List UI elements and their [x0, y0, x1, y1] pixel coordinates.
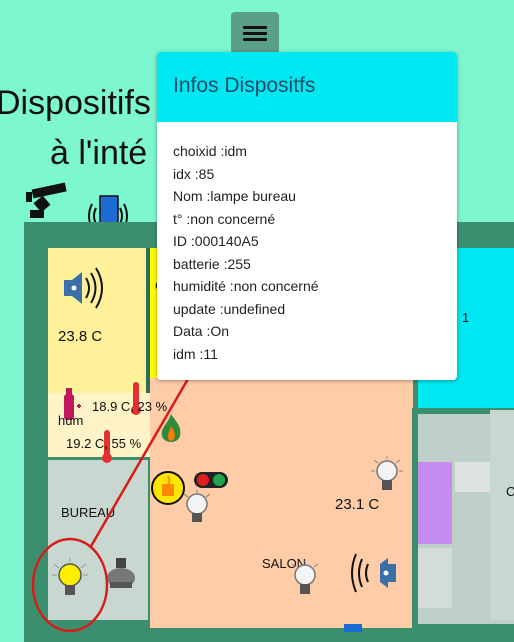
- window-sensor-icon[interactable]: [340, 620, 370, 632]
- info-humidite: humidité :non concerné: [173, 278, 319, 294]
- chambre-temperature: 23.8 C: [58, 328, 103, 345]
- page-title-line1: Dispositifs: [0, 84, 151, 122]
- thermometer-icon[interactable]: [130, 382, 142, 416]
- info-update: update :undefined: [173, 300, 286, 317]
- humidity-sensor-icon[interactable]: [60, 388, 82, 422]
- speaker-icon-salon[interactable]: [350, 548, 398, 598]
- info-id: ID :000140A5: [173, 233, 259, 249]
- room-right[interactable]: [490, 410, 514, 620]
- hum-reading-2: 19.2 C, 55 %: [66, 436, 142, 451]
- room-small: [455, 462, 490, 492]
- heater-icon[interactable]: [150, 470, 186, 506]
- device-info-modal[interactable]: Infos Dispositfs choixid :idm idx :85 No…: [157, 52, 457, 380]
- flame-icon[interactable]: [156, 412, 186, 446]
- partial-room-label-3: C: [506, 484, 514, 499]
- modal-body: choixid :idm idx :85 Nom :lampe bureau t…: [157, 122, 457, 365]
- lightbulb-icon[interactable]: [182, 490, 212, 530]
- info-choixid: choixid :idm: [173, 143, 247, 159]
- partial-room-label-2: 1: [462, 310, 470, 325]
- modal-title: Infos Dispositfs: [173, 74, 316, 97]
- lightbulb-icon-salon[interactable]: [370, 456, 404, 498]
- info-data: Data :On: [173, 323, 230, 339]
- lightbulb-icon-bureau[interactable]: [50, 558, 90, 604]
- menu-button[interactable]: [231, 12, 279, 54]
- page-title-line2: à l'inté: [50, 134, 148, 172]
- plug-icon[interactable]: [104, 556, 138, 594]
- room-grey: [418, 548, 452, 608]
- hum-label: hum: [58, 413, 84, 428]
- toggle-switch-icon[interactable]: [193, 470, 229, 490]
- modal-header: Infos Dispositfs: [157, 52, 457, 122]
- lightbulb-icon-salon-2[interactable]: [288, 560, 322, 602]
- info-idm: idm :11: [173, 345, 218, 362]
- room-purple[interactable]: [418, 462, 452, 544]
- speaker-icon[interactable]: [62, 262, 112, 314]
- thermometer-icon-2[interactable]: [101, 430, 113, 464]
- salon-temperature: 23.1 C: [335, 496, 380, 513]
- hum-reading-1: 18.9 C, 23 %: [92, 399, 168, 414]
- info-idx: idx :85: [173, 165, 215, 182]
- info-temperature: t° :non concerné: [173, 210, 276, 227]
- bureau-label: BUREAU: [61, 505, 116, 520]
- camera-icon[interactable]: [24, 180, 74, 224]
- info-nom: Nom :lampe bureau: [173, 188, 296, 204]
- salon-label: SALON: [262, 556, 307, 571]
- menu-icon: [243, 23, 267, 44]
- info-batterie: batterie :255: [173, 255, 251, 272]
